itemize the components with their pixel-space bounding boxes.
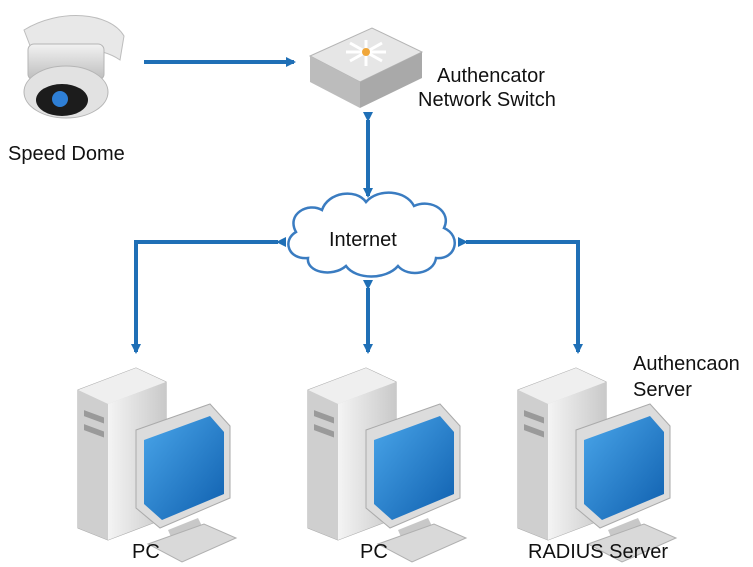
network-switch-icon: [308, 27, 424, 108]
radius-server-label: RADIUS Server: [528, 541, 669, 563]
internet-label: Internet: [329, 229, 397, 251]
radius-caption-line1: Authencaon: [633, 353, 740, 375]
pc1-label: PC: [132, 541, 160, 563]
radius-caption-line2: Server: [633, 379, 692, 401]
switch-label-line2: Network Switch: [418, 89, 556, 111]
pc1-computer-icon: [77, 367, 237, 563]
pc2-computer-icon: [307, 367, 467, 563]
speed-dome-camera-icon: [23, 15, 125, 119]
arrow-internet-radius: [458, 237, 583, 354]
arrow-internet-pc1: [131, 237, 286, 354]
pc2-label: PC: [360, 541, 388, 563]
switch-label-line1: Authencator: [437, 65, 545, 87]
connection-arrows: [131, 57, 583, 354]
internet-cloud-icon: [287, 191, 456, 278]
speed-dome-label: Speed Dome: [8, 143, 125, 165]
